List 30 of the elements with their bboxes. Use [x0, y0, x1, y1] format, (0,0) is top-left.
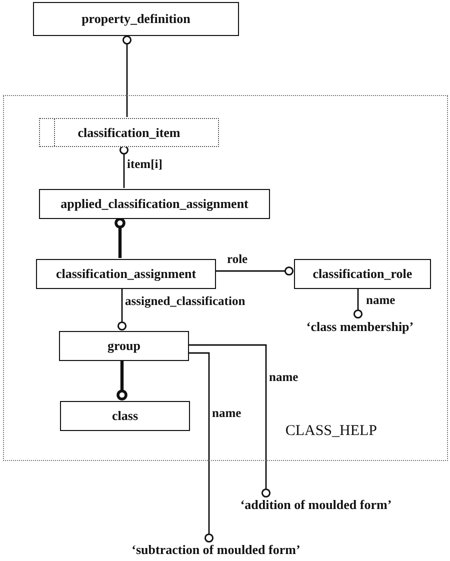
- edge-label: item[i]: [127, 158, 162, 172]
- relationship-line: [119, 145, 129, 188]
- entity-box: [36, 259, 216, 289]
- edge-label: assigned_classification: [125, 295, 246, 309]
- entity-name: classification_item: [78, 124, 180, 140]
- schema-name: CLASS_HELP: [285, 423, 377, 440]
- entity-name: property_definition: [82, 11, 190, 27]
- select-type-box: [39, 118, 219, 147]
- entity-box: [39, 189, 270, 219]
- schema-boundary: [3, 95, 448, 461]
- entity-name: applied_classification_assignment: [60, 196, 248, 212]
- relationship-line: [122, 35, 132, 117]
- entity-name: group: [108, 338, 140, 354]
- entity-name: class: [112, 408, 138, 424]
- value-text: ‘class membership’: [306, 319, 414, 335]
- relationship-line: [114, 218, 126, 258]
- relationship-line: [188, 352, 214, 543]
- entity-name: classification_role: [312, 266, 412, 282]
- value-text: ‘addition of moulded form’: [240, 497, 392, 513]
- relationship-line: [215, 266, 294, 276]
- entity-box: [59, 331, 189, 361]
- relationship-line: [116, 360, 128, 400]
- relationship-line: [188, 344, 271, 498]
- entity-box: [33, 2, 239, 36]
- entity-name: classification_assignment: [56, 266, 196, 282]
- relationship-line: [117, 288, 127, 331]
- value-text: ‘subtraction of moulded form’: [132, 542, 300, 558]
- relationship-line: [353, 288, 363, 319]
- entity-box: [294, 259, 431, 289]
- entity-box: [60, 401, 190, 431]
